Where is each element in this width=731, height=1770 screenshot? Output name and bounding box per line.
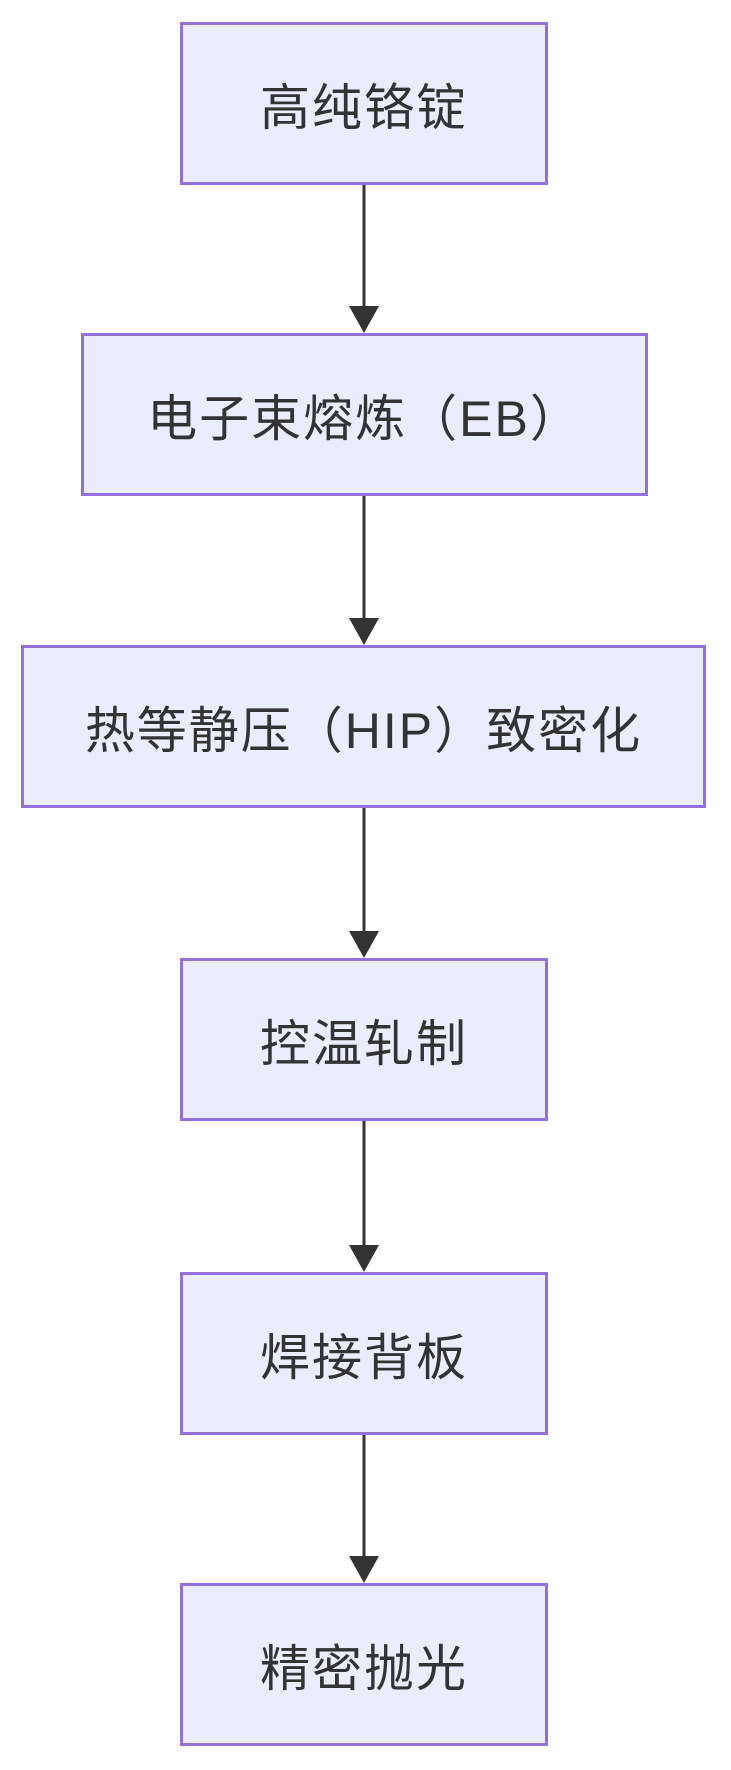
arrowhead-down-icon <box>349 931 379 958</box>
edge-line <box>362 808 366 933</box>
flow-node-hip-densification: 热等静压（HIP）致密化 <box>21 645 706 808</box>
flow-edge-n5-n6 <box>349 1435 379 1583</box>
arrowhead-down-icon <box>349 1556 379 1583</box>
flow-edge-n3-n4 <box>349 808 379 958</box>
flow-node-label: 焊接背板 <box>260 1329 468 1386</box>
flow-node-label: 控温轧制 <box>260 1015 468 1072</box>
flow-node-temperature-controlled-rolling: 控温轧制 <box>180 958 548 1121</box>
flow-node-label: 电子束熔炼（EB） <box>147 390 582 447</box>
edge-line <box>362 496 366 620</box>
arrowhead-down-icon <box>349 618 379 645</box>
edge-line <box>362 1435 366 1558</box>
flow-node-welding-backplate: 焊接背板 <box>180 1272 548 1435</box>
flow-node-electron-beam-melting: 电子束熔炼（EB） <box>81 333 648 496</box>
flow-node-high-purity-chromium-ingot: 高纯铬锭 <box>180 22 548 185</box>
flow-node-label: 精密抛光 <box>260 1640 468 1697</box>
flow-edge-n4-n5 <box>349 1121 379 1272</box>
arrowhead-down-icon <box>349 306 379 333</box>
edge-line <box>362 1121 366 1247</box>
flow-node-precision-polishing: 精密抛光 <box>180 1583 548 1746</box>
flow-node-label: 高纯铬锭 <box>260 79 468 136</box>
flow-edge-n2-n3 <box>349 496 379 645</box>
flow-edge-n1-n2 <box>349 185 379 333</box>
arrowhead-down-icon <box>349 1245 379 1272</box>
flow-node-label: 热等静压（HIP）致密化 <box>84 702 643 759</box>
edge-line <box>362 185 366 308</box>
